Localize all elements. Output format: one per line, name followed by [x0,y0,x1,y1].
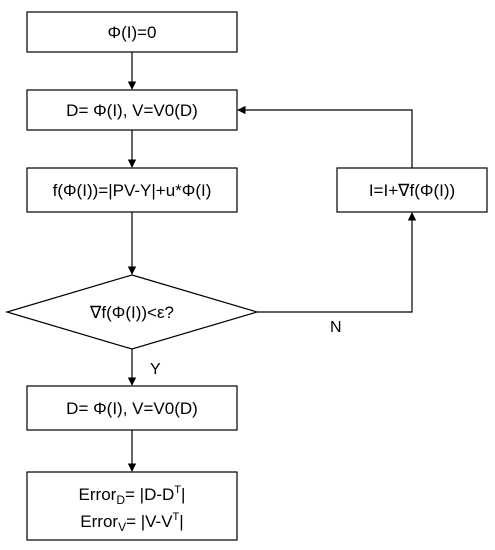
node-init: Φ(I)=0 [26,11,238,53]
node-decision-label: ∇f(Φ(I))<ε? [89,303,174,322]
node-update: I=I+∇f(Φ(I)) [336,167,488,213]
node-init-label: Φ(I)=0 [108,23,157,42]
node-error-line-1: ErrorD= |D-DT| [79,484,186,507]
node-assign-2-label: D= Φ(I), V=V0(D) [66,399,198,418]
edge-label-no: N [330,319,342,336]
node-assign-1: D= Φ(I), V=V0(D) [26,89,238,131]
node-objective-label: f(Φ(I))=|PV-Y|+u*Φ(I) [53,181,212,200]
edge-update-to-assign-1 [237,105,413,168]
node-objective: f(Φ(I))=|PV-Y|+u*Φ(I) [26,167,238,213]
edge-label-yes: Y [150,361,161,378]
node-assign-2: D= Φ(I), V=V0(D) [26,385,238,431]
node-error-line-2: ErrorV= |V-VT| [80,511,183,534]
node-update-label: I=I+∇f(Φ(I)) [369,181,455,200]
edge-decision-no [257,212,417,313]
node-assign-1-label: D= Φ(I), V=V0(D) [66,101,198,120]
node-decision: ∇f(Φ(I))<ε? [4,274,260,350]
node-error: ErrorD= |D-DT| ErrorV= |V-VT| [26,471,238,541]
